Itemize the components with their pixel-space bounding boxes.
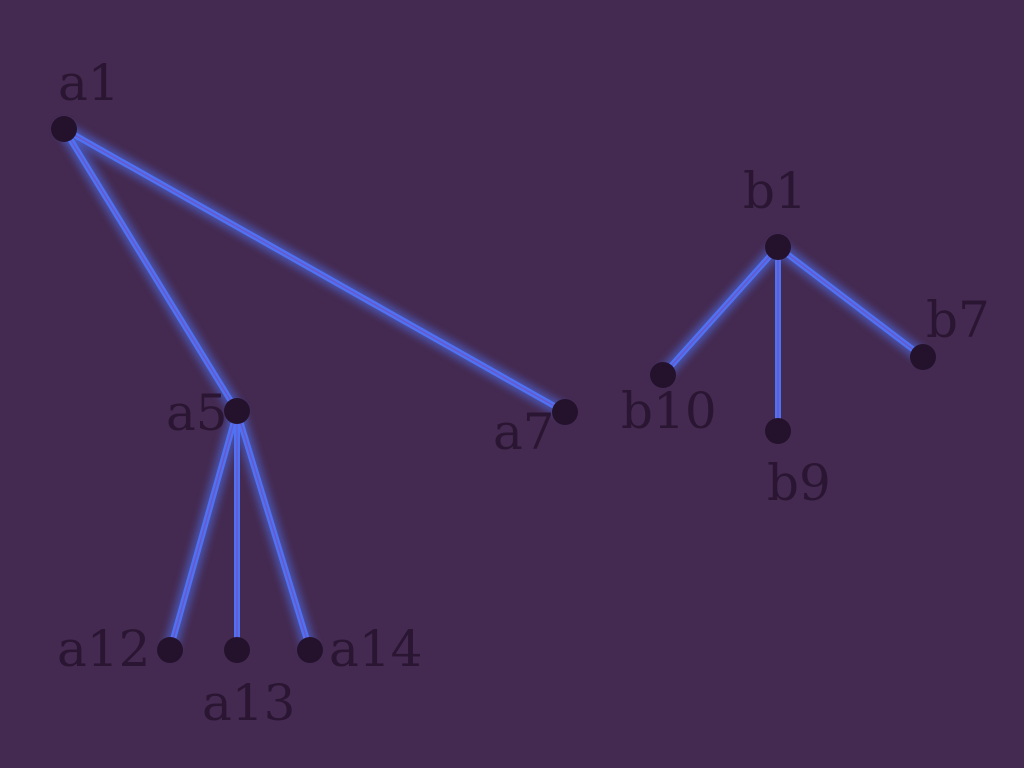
node-a7: [552, 399, 578, 425]
node-b1: [765, 234, 791, 260]
node-a5: [224, 398, 250, 424]
edge-a1-a5: [57, 122, 244, 418]
node-a12: [157, 637, 183, 663]
node-a14: [297, 637, 323, 663]
node-label-a1: a1: [58, 54, 120, 112]
node-b7: [910, 344, 936, 370]
node-label-a7: a7: [493, 403, 555, 461]
node-label-a13: a13: [202, 674, 295, 732]
edge-a5-a12: [163, 404, 244, 657]
node-b9: [765, 418, 791, 444]
edge-b1-b10: [656, 240, 785, 382]
edges-layer: [57, 122, 930, 657]
node-label-b9: b9: [767, 454, 831, 512]
node-label-a14: a14: [329, 620, 422, 678]
node-label-b1: b1: [743, 162, 807, 220]
edge-b1-b7: [771, 240, 930, 364]
node-label-b7: b7: [926, 291, 990, 349]
node-label-a5: a5: [166, 384, 228, 442]
edge-a1-a7: [57, 122, 572, 419]
node-a1: [51, 116, 77, 142]
edge-stroke: [63, 128, 566, 413]
edge-stroke: [236, 410, 311, 651]
labels-layer: a1 a5 a7 a12 a13 a14 b1 b7 b9 b10: [57, 54, 990, 732]
edge-stroke: [169, 410, 238, 651]
node-label-b10: b10: [621, 382, 717, 440]
node-a13: [224, 637, 250, 663]
edge-stroke: [662, 246, 779, 376]
nodes-layer: [51, 116, 936, 663]
node-b10: [650, 362, 676, 388]
edge-stroke: [63, 128, 238, 412]
node-label-a12: a12: [57, 620, 150, 678]
edge-a5-a14: [230, 404, 317, 657]
edge-stroke: [777, 246, 924, 358]
